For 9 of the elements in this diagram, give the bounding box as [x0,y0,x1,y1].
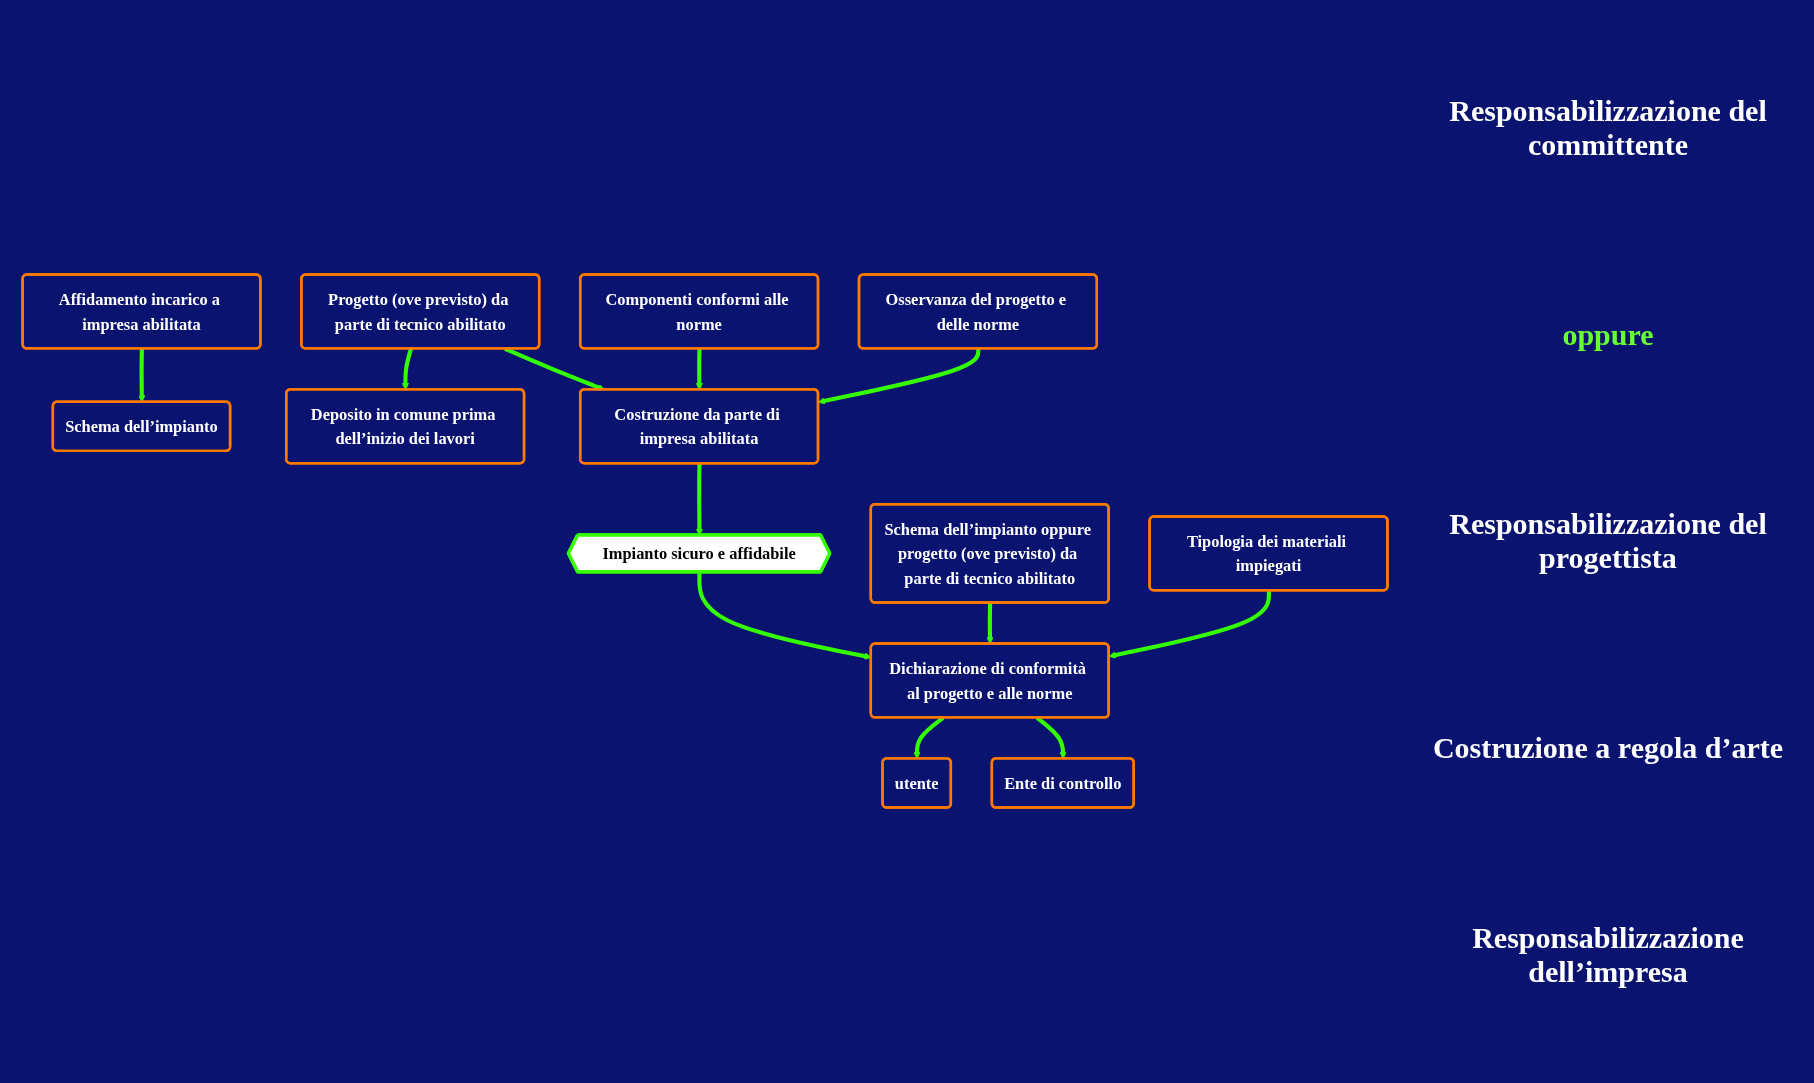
arrow [138,349,146,403]
arrow [818,349,981,405]
responsibility-note: Responsabilizzazione del progettista [1448,507,1768,576]
arrow [1108,591,1271,659]
connector-word: oppure [1561,317,1655,352]
arrow [986,603,994,645]
responsibility-note: Responsabilizzazione dell’impresa [1471,921,1745,990]
responsibility-note: Responsabilizzazione del committente [1448,93,1768,162]
responsibility-note: Costruzione a regola d’arte [1431,731,1785,766]
